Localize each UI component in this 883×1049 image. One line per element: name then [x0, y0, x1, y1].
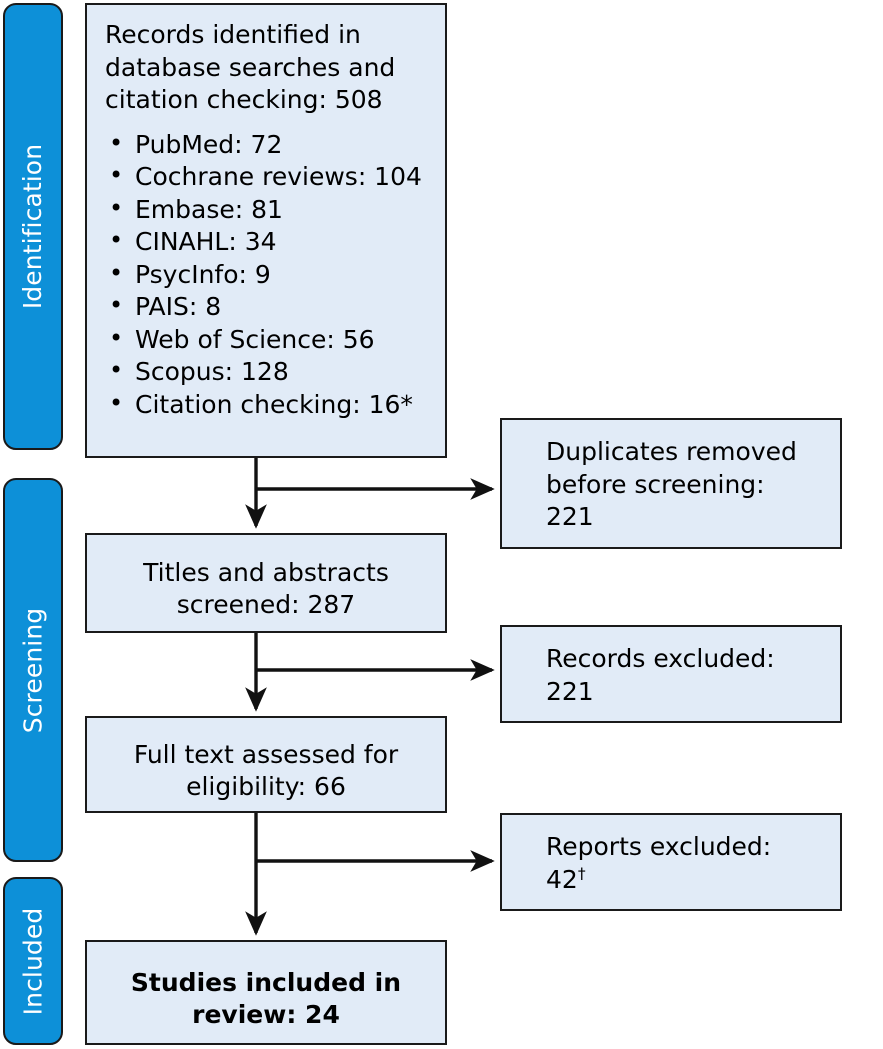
- duplicates-line-2: before screening:: [546, 469, 765, 499]
- list-item: PAIS: 8: [105, 290, 429, 324]
- list-item: Cochrane reviews: 104: [105, 160, 429, 194]
- reports-excluded-line-1: Reports excluded:: [546, 832, 772, 861]
- phase-bar-included: Included: [3, 877, 63, 1045]
- list-item: Embase: 81: [105, 193, 429, 227]
- box-duplicates-removed: Duplicates removed before screening: 221: [500, 418, 842, 549]
- screened-line-1: Titles and abstracts: [143, 558, 389, 587]
- box-records-identified: Records identified in database searches …: [85, 3, 447, 458]
- duplicates-line-1: Duplicates removed: [546, 437, 797, 466]
- database-source-list: PubMed: 72 Cochrane reviews: 104 Embase:…: [105, 128, 429, 422]
- included-line-1: Studies included in: [130, 967, 402, 997]
- duplicates-count: 221: [546, 502, 594, 531]
- dagger-footnote-marker: †: [577, 864, 586, 883]
- phase-bar-screening: Screening: [3, 478, 63, 862]
- records-excluded-count: 221: [546, 676, 594, 706]
- screened-line-2: screened: 287: [176, 590, 356, 619]
- records-excluded-line-1: Records excluded:: [546, 644, 775, 673]
- list-item: PubMed: 72: [105, 128, 429, 162]
- list-item: Web of Science: 56: [105, 323, 429, 357]
- phase-label-identification: Identification: [18, 143, 48, 310]
- box-full-text-assessed: Full text assessed for eligibility: 66: [85, 716, 447, 813]
- phase-label-screening: Screening: [18, 607, 48, 733]
- box-studies-included: Studies included in review: 24: [85, 940, 447, 1045]
- fulltext-line-1: Full text assessed for: [133, 739, 399, 769]
- records-identified-lead: Records identified in database searches …: [105, 20, 396, 114]
- box-titles-abstracts-screened: Titles and abstracts screened: 287: [85, 533, 447, 633]
- phase-label-included: Included: [18, 907, 48, 1015]
- list-item: Citation checking: 16*: [105, 388, 429, 422]
- phase-bar-identification: Identification: [3, 3, 63, 450]
- reports-excluded-count: 42: [546, 864, 578, 894]
- list-item: PsycInfo: 9: [105, 258, 429, 292]
- box-records-excluded: Records excluded: 221: [500, 625, 842, 723]
- list-item: Scopus: 128: [105, 355, 429, 389]
- included-line-2: review: 24: [192, 999, 340, 1029]
- list-item: CINAHL: 34: [105, 225, 429, 259]
- box-reports-excluded: Reports excluded: 42†: [500, 813, 842, 911]
- fulltext-line-2: eligibility: 66: [186, 771, 346, 801]
- reports-excluded-count-line: 42†: [546, 864, 826, 897]
